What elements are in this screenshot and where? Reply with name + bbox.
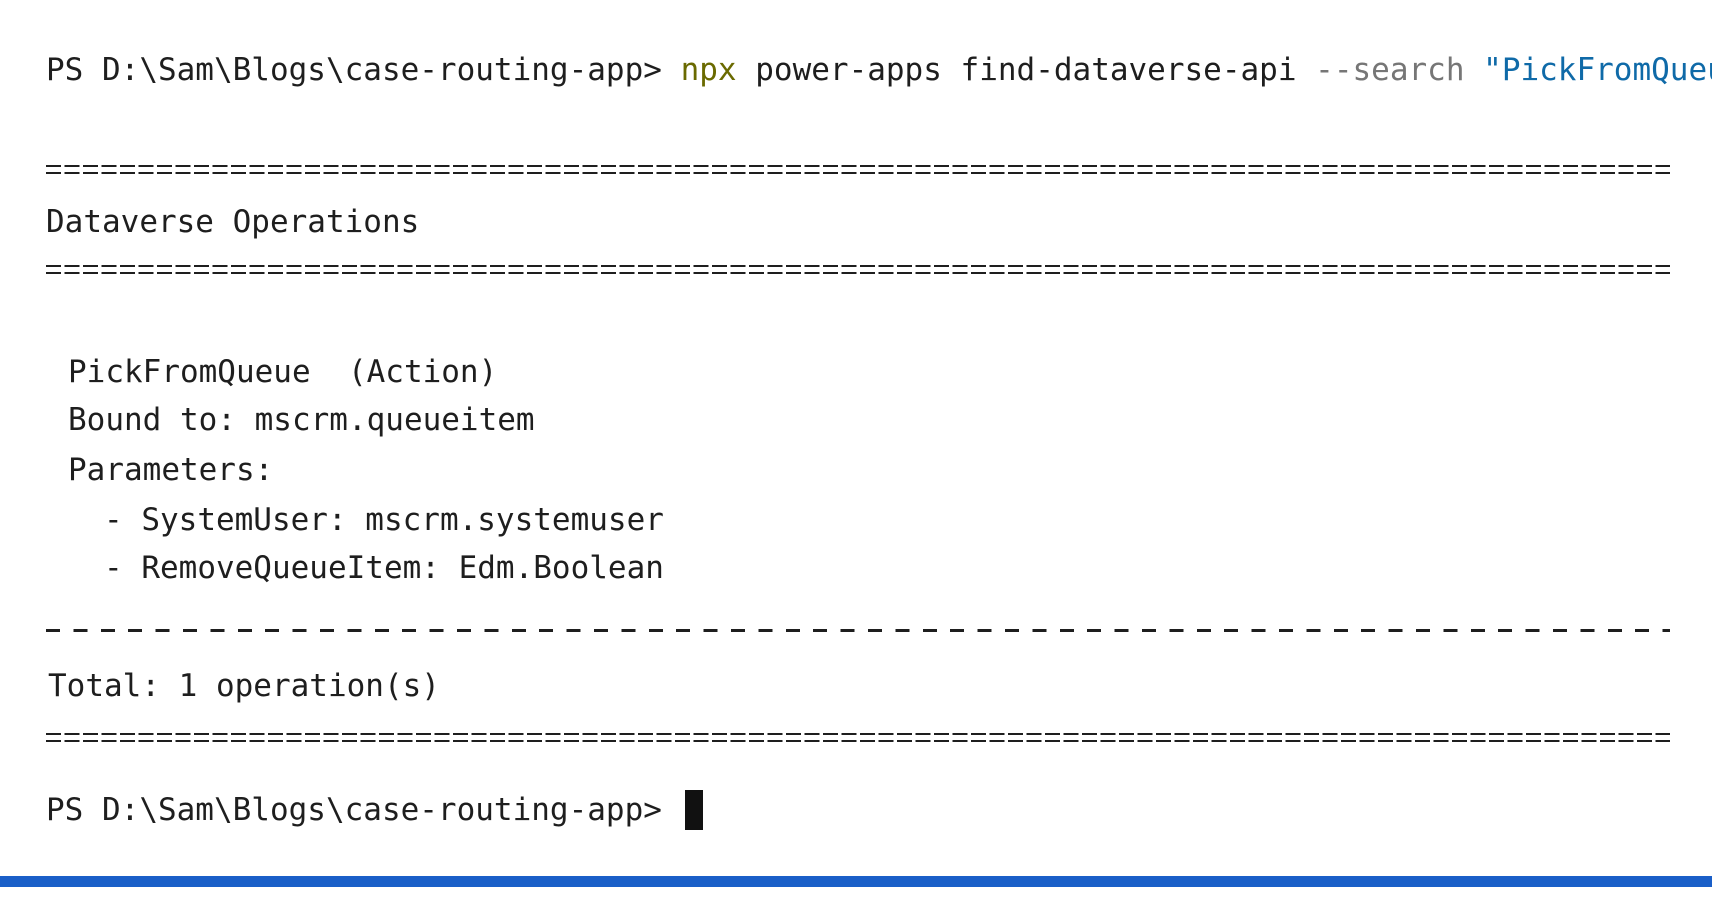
- section-title: Dataverse Operations: [46, 204, 420, 240]
- parameters-label: Parameters:: [68, 452, 274, 488]
- operation-name: PickFromQueue (Action): [68, 354, 498, 390]
- separator-double: [46, 265, 1670, 281]
- parameter-item: - SystemUser: mscrm.systemuser: [104, 502, 664, 538]
- total-count: Total: 1 operation(s): [48, 668, 440, 704]
- command-line: PS D:\Sam\Blogs\case-routing-app> npx po…: [46, 50, 1712, 90]
- search-argument: "PickFromQueue": [1483, 52, 1712, 88]
- operation-bound-to: Bound to: mscrm.queueitem: [68, 402, 535, 438]
- shell-prompt: PS D:\Sam\Blogs\case-routing-app>: [46, 792, 662, 828]
- shell-prompt: PS D:\Sam\Blogs\case-routing-app>: [46, 52, 662, 88]
- separator-double: [46, 733, 1670, 749]
- search-flag: --search: [1315, 52, 1465, 88]
- parameter-item: - RemoveQueueItem: Edm.Boolean: [104, 550, 664, 586]
- command-token: power-apps find-dataverse-api: [755, 52, 1297, 88]
- separator-single: [46, 629, 1670, 632]
- status-bar: [0, 876, 1712, 887]
- next-prompt-line[interactable]: PS D:\Sam\Blogs\case-routing-app>: [46, 790, 703, 830]
- npx-token: npx: [680, 52, 737, 88]
- text-cursor: [684, 790, 703, 830]
- separator-double: [46, 165, 1670, 181]
